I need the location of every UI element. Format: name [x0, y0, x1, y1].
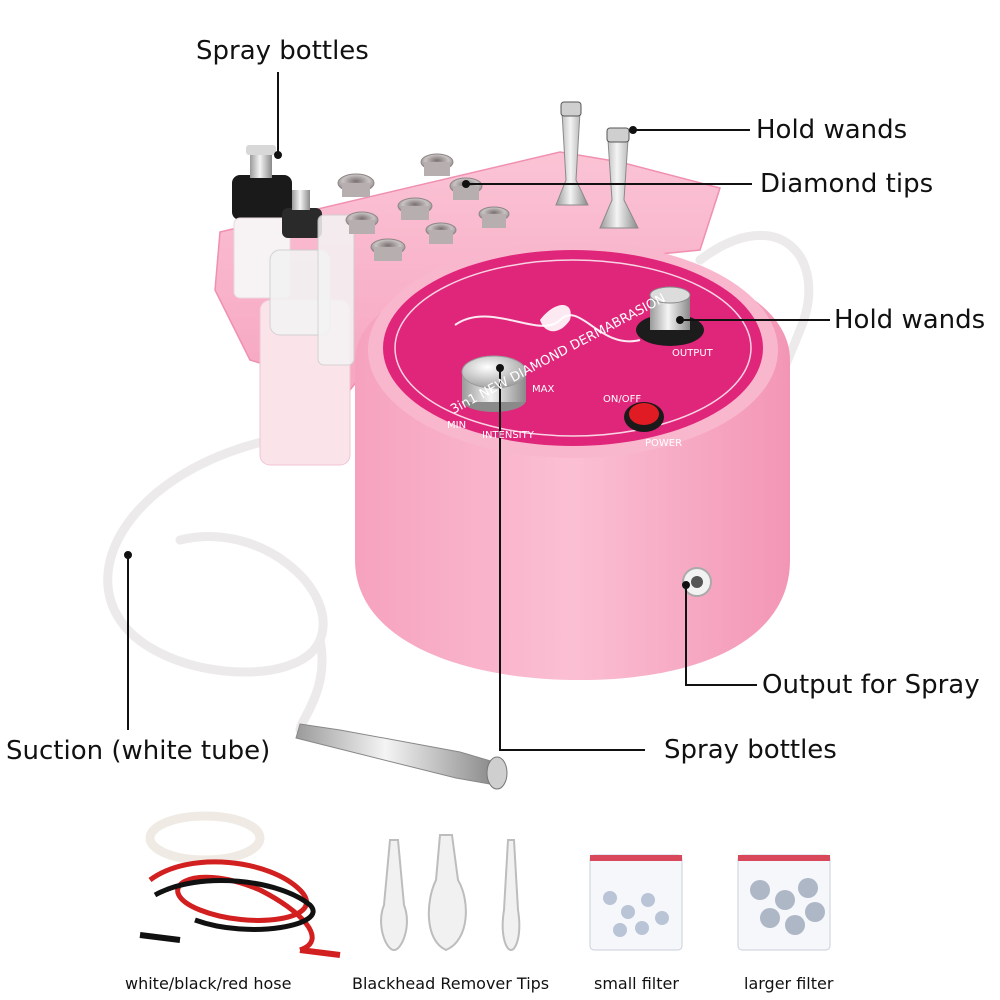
power-top-label: ON/OFF: [603, 394, 641, 405]
diamond-tip: [337, 173, 375, 197]
caption-larger-filter: larger filter: [744, 974, 834, 993]
callout-suction: Suction (white tube): [6, 736, 271, 766]
diamond-tip: [370, 238, 406, 261]
output-label: OUTPUT: [672, 348, 714, 359]
power-button[interactable]: [624, 402, 664, 432]
diamond-tips: [337, 153, 510, 261]
power-bottom-label: POWER: [645, 438, 682, 449]
callout-hold-wands-right: Hold wands: [834, 305, 986, 335]
callout-output-for-spray: Output for Spray: [762, 670, 980, 700]
accessory-larger-filter: [737, 854, 831, 951]
device-body: [355, 242, 790, 680]
caption-small-filter: small filter: [594, 974, 679, 993]
callout-hold-wands-top: Hold wands: [756, 115, 908, 145]
suction-handpiece: [295, 723, 508, 790]
callout-spray-bottles-top: Spray bottles: [196, 36, 369, 66]
callout-spray-bottles-bottom: Spray bottles: [664, 735, 837, 765]
knob-min-label: MIN: [447, 420, 466, 431]
intensity-knob[interactable]: [461, 355, 527, 412]
diamond-tip: [425, 222, 457, 244]
spray-output-port: [682, 567, 712, 597]
knob-intensity-label: INTENSITY: [482, 430, 535, 441]
spray-bottle-clear: [269, 190, 355, 366]
accessory-hose: [139, 811, 341, 958]
diamond-tip: [345, 211, 379, 234]
accessory-blackhead-tips: [380, 834, 521, 952]
diamond-tip: [449, 177, 483, 200]
callout-lines: [124, 72, 830, 751]
output-port: [636, 286, 704, 346]
callout-diamond-tips: Diamond tips: [760, 169, 934, 199]
accessory-small-filter: [589, 854, 683, 951]
caption-blackhead-tips: Blackhead Remover Tips: [352, 974, 550, 993]
diamond-tip: [478, 206, 510, 228]
caption-hose: white/black/red hose: [125, 974, 292, 993]
knob-max-label: MAX: [532, 384, 554, 395]
diamond-tip: [397, 197, 433, 220]
hold-wand-left: [555, 101, 589, 206]
diamond-tip: [420, 153, 454, 176]
